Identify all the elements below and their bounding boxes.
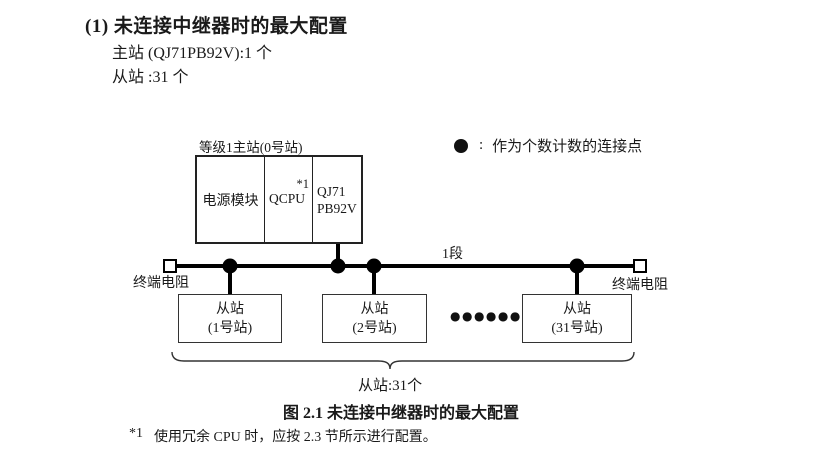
slave-station-1-box: 从站 (1号站) — [178, 294, 282, 343]
slave-31-station-number: (31号站) — [551, 320, 603, 336]
footnote-marker: *1 — [129, 426, 143, 441]
section-title: (1) 未连接中继器时的最大配置 — [85, 16, 348, 37]
master-station-box: 电源模块 *1 QCPU QJ71 PB92V — [195, 155, 363, 244]
legend-label: 作为个数计数的连接点 — [492, 139, 643, 155]
footnote-text: 使用冗余 CPU 时，应按 2.3 节所示进行配置。 — [154, 430, 437, 445]
pb92v-module-cell: QJ71 PB92V — [313, 157, 361, 242]
connection-dot-slave-1 — [222, 258, 238, 274]
slave-2-name: 从站 — [360, 301, 389, 317]
slave-1-name: 从站 — [216, 301, 244, 317]
terminating-resistor-left-label: 终端电阻 — [133, 276, 189, 291]
connection-dot-slave-31 — [569, 258, 585, 274]
slave-31-name: 从站 — [563, 301, 591, 317]
cpu-label: QCPU — [269, 191, 306, 206]
legend: : 作为个数计数的连接点 — [454, 135, 642, 156]
slave-2-station-number: (2号站) — [352, 320, 397, 336]
figure-caption: 图 2.1 未连接中继器时的最大配置 — [283, 405, 520, 422]
terminating-resistor-right-label: 终端电阻 — [612, 278, 668, 293]
slave-1-station-number: (1号站) — [207, 320, 253, 336]
slave-group-brace — [171, 351, 635, 370]
master-count-line: 主站 (QJ71PB92V):1 个 — [112, 45, 273, 62]
connection-dot-master — [330, 258, 346, 274]
pb92v-module-line1: QJ71 — [317, 183, 346, 199]
slave-total-label: 从站:31个 — [358, 378, 423, 394]
connection-point-icon — [454, 138, 468, 153]
cpu-footnote-ref: *1 — [296, 177, 310, 191]
slave-station-31-box: 从站 (31号站) — [522, 294, 632, 343]
master-station-label: 等级1主站(0号站) — [199, 140, 303, 155]
terminating-resistor-left-icon — [163, 259, 177, 273]
slave-count-line: 从站 :31 个 — [112, 69, 189, 86]
cpu-cell: *1 QCPU — [265, 157, 313, 242]
slave-ellipsis-dots: ●●●●●● — [450, 309, 522, 323]
segment-label: 1段 — [442, 247, 463, 262]
slave-station-2-box: 从站 (2号站) — [322, 294, 427, 343]
connection-dot-slave-2 — [366, 258, 382, 274]
pb92v-module-line2: PB92V — [317, 200, 357, 216]
power-module-cell: 电源模块 — [197, 157, 265, 242]
legend-colon: : — [479, 137, 484, 153]
footnote: *1 使用冗余 CPU 时，应按 2.3 节所示进行配置。 — [129, 426, 437, 446]
terminating-resistor-right-icon — [633, 259, 647, 273]
